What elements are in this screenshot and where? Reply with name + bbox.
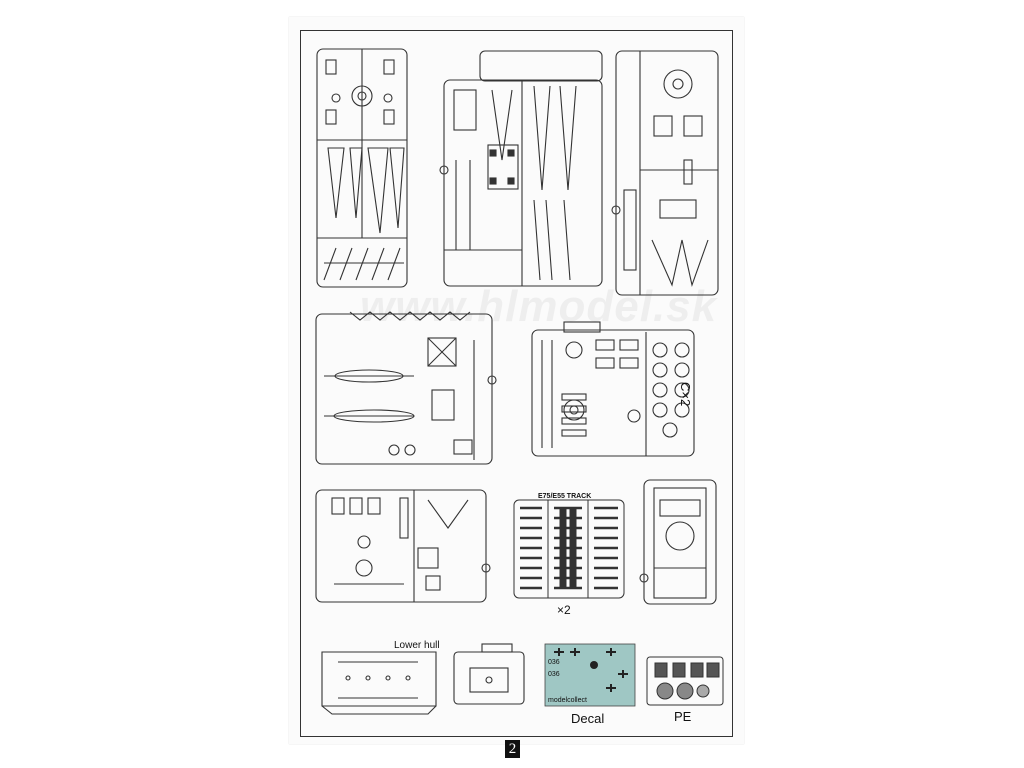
watermark: www.hlmodel.sk (360, 282, 718, 331)
pe-fret (646, 656, 724, 706)
sprue-e (315, 489, 491, 603)
lower-hull-label: Lower hull (394, 640, 440, 651)
sprue-c (531, 321, 695, 457)
pe-label: PE (674, 709, 692, 724)
page-frame (300, 30, 733, 737)
sprue-c-multiplier: C×2 (678, 382, 693, 407)
decal-code-2: 036 (548, 671, 560, 678)
sprue-top-right (611, 50, 719, 296)
sprue-a (316, 48, 408, 288)
lower-hull (321, 651, 437, 715)
track-sprue (513, 499, 625, 599)
decal-label: Decal (571, 711, 605, 726)
decal-brand: modelcollect (548, 697, 587, 704)
upper-hull-sprue (639, 479, 717, 605)
sprue-b (439, 50, 603, 287)
decal-code-1: 036 (548, 659, 560, 666)
instruction-page (289, 17, 744, 744)
decal-sheet (544, 643, 636, 707)
track-sprue-title: E75/E55 TRACK (538, 493, 592, 500)
track-multiplier: ×2 (557, 603, 571, 617)
sprue-d (315, 311, 497, 465)
small-sprue (453, 643, 525, 705)
page-number: 2 (505, 740, 520, 758)
